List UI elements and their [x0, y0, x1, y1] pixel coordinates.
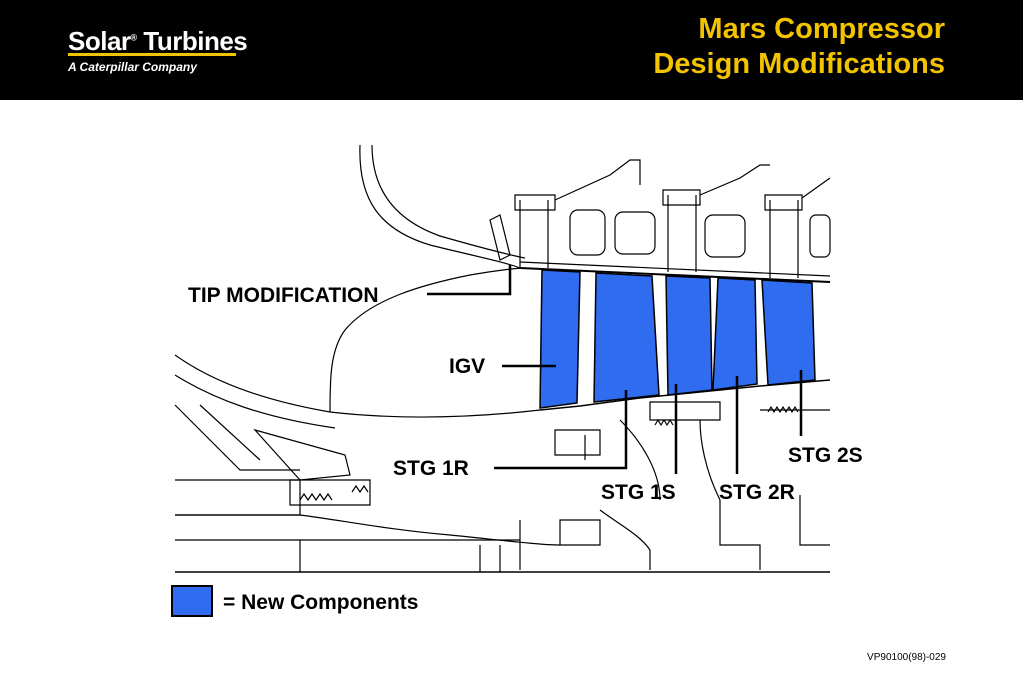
registered-mark: ®: [130, 32, 138, 42]
legend-label: = New Components: [223, 591, 419, 614]
stg-2s-blade: [761, 279, 816, 386]
title-line-1: Mars Compressor: [698, 13, 945, 45]
compressor-linework: [174, 144, 831, 573]
igv-blade: [539, 269, 581, 409]
company-logo: Solar® Turbines: [68, 22, 248, 56]
stg-1s-label: STG 1S: [601, 481, 676, 504]
stg-2r-label: STG 2R: [719, 481, 795, 504]
stg-1r-label: STG 1R: [393, 457, 469, 480]
header-bar: Solar® Turbines A Caterpillar Company Ma…: [0, 0, 1023, 100]
stg-2s-label: STG 2S: [788, 444, 863, 467]
legend-swatch: [171, 585, 213, 617]
document-code: VP90100(98)-029: [867, 652, 946, 663]
logo-tagline: A Caterpillar Company: [68, 60, 197, 74]
stg-2r-blade: [712, 277, 758, 391]
new-component-blades: [539, 269, 816, 409]
logo-underline: [68, 53, 236, 56]
stg-1r-blade: [593, 272, 660, 403]
slide-title: Mars Compressor Design Modifications: [653, 12, 945, 82]
tip-modification-leader: [427, 265, 512, 296]
tip-modification-label: TIP MODIFICATION: [188, 284, 379, 307]
leader-lines: [427, 265, 803, 474]
stg-1r-leader: [494, 390, 628, 470]
title-line-2: Design Modifications: [653, 48, 945, 80]
brand-name: Solar® Turbines: [68, 25, 248, 56]
igv-label: IGV: [449, 355, 486, 378]
stg-1s-blade: [665, 275, 713, 396]
